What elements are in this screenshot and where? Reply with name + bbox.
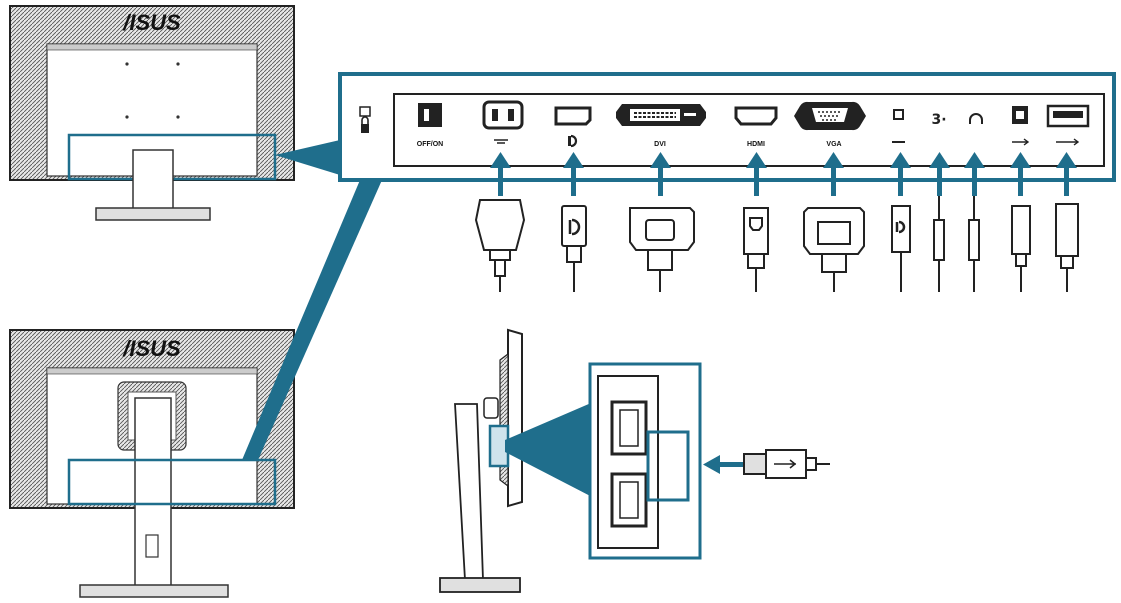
displayport-cable-plug	[561, 205, 587, 292]
monitor-back-top: /ISUS	[9, 5, 295, 221]
callout-wedge-bottom	[242, 180, 382, 460]
audio-in-icon: 3·	[931, 112, 946, 128]
earphone-cable-plug	[968, 196, 980, 292]
monitor-back-bottom: /ISUS	[9, 329, 295, 598]
callout-wedge-side	[505, 400, 598, 500]
connection-arrows	[490, 152, 1077, 196]
power-switch-port: OFF/ON	[417, 103, 443, 148]
audio-in-port: 3·	[931, 112, 946, 128]
dvi-label: DVI	[654, 141, 666, 148]
dvi-cable-plug	[629, 207, 695, 292]
audio-cable-plug	[933, 196, 945, 292]
cable-plugs	[474, 196, 1079, 292]
ac-power-port	[482, 100, 524, 144]
arrow-hdmi	[746, 152, 767, 196]
mini-displayport-cable-plug	[891, 205, 911, 292]
arrow-vga	[823, 152, 844, 196]
arrow-usb-down	[1056, 152, 1077, 196]
hdmi-port: HDMI	[734, 106, 778, 148]
hdmi-cable-plug	[743, 207, 769, 292]
vga-port: VGA	[794, 101, 866, 148]
arrow-ac	[490, 152, 511, 196]
displayport-icon	[568, 134, 578, 148]
arrow-dp	[563, 152, 584, 196]
brand-logo-bottom: /ISUS	[122, 336, 181, 361]
vga-cable-plug	[803, 207, 865, 292]
arrow-minidp	[890, 152, 911, 196]
brand-logo-top: /ISUS	[122, 10, 181, 35]
side-usb-panel	[588, 362, 702, 560]
ac-power-icon	[494, 139, 508, 144]
arrow-audio	[929, 152, 950, 196]
usb-upstream-port	[1012, 106, 1030, 146]
earphone-port	[969, 113, 983, 124]
port-panel	[338, 72, 1116, 182]
vga-label: VGA	[826, 141, 841, 148]
displayport-port	[554, 106, 592, 148]
power-switch-label: OFF/ON	[417, 141, 443, 148]
usb-downstream-cable-plug	[1055, 203, 1079, 292]
usb-downstream-port	[1046, 104, 1090, 146]
kensington-lock-icon	[359, 106, 371, 133]
usb-plug-icon	[743, 449, 830, 479]
side-usb-arrow	[703, 455, 746, 474]
arrow-earphone	[964, 152, 985, 196]
arrow-usb-up	[1010, 152, 1031, 196]
usb-downstream-icon	[1056, 138, 1080, 146]
usb-upstream-icon	[1012, 138, 1030, 146]
arrow-dvi	[650, 152, 671, 196]
callout-wedge-top	[275, 140, 340, 175]
headphone-icon	[969, 113, 983, 124]
monitor-side-view	[439, 328, 523, 593]
hdmi-label: HDMI	[747, 141, 765, 148]
usb-upstream-cable-plug	[1011, 205, 1031, 292]
dvi-port: DVI	[616, 104, 706, 148]
mini-displayport-port	[892, 109, 905, 143]
power-cord-plug	[474, 199, 526, 292]
